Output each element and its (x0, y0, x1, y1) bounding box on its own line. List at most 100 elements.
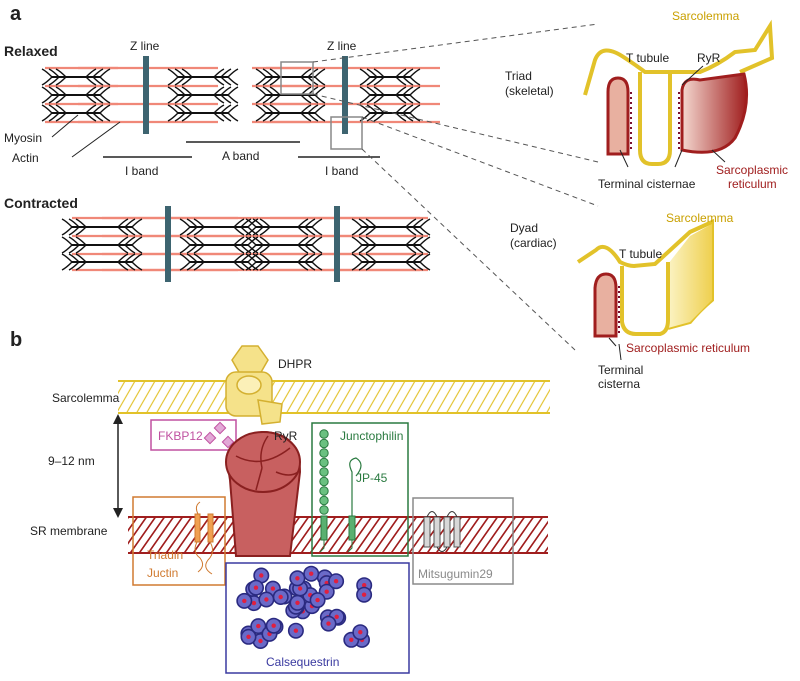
myosin-head (269, 104, 281, 122)
myosin-head (247, 236, 259, 254)
myosin-head (124, 218, 136, 236)
dashed-connector (312, 23, 599, 63)
distance-arrowhead-up (113, 414, 123, 424)
junctophilin-box (311, 422, 409, 557)
myosin-head (68, 253, 80, 271)
myosin-head (220, 86, 232, 104)
myosin-head (174, 86, 186, 104)
calcium-ion (278, 594, 283, 600)
dyad-sr-label: Sarcoplasmic reticulum (626, 341, 750, 355)
triad-ryr-leader (681, 65, 704, 86)
panel-a-letter: a (10, 3, 22, 25)
junctophilin-bead (319, 476, 329, 487)
dhpr-subunit (236, 375, 262, 395)
sr-membrane (128, 517, 548, 553)
myosin-head (255, 86, 267, 104)
calcium-ion (358, 630, 363, 635)
calcium-ion (324, 589, 329, 594)
myosin-head (41, 104, 53, 122)
myosin-head (409, 68, 421, 86)
myosin-head (85, 68, 97, 86)
myosin-head (92, 104, 104, 122)
calcium-ion (264, 597, 269, 602)
myosin-head (412, 218, 424, 236)
terminal-cisternae-label: Terminal cisternae (598, 177, 696, 191)
calcium-ion (253, 585, 259, 590)
sr-membrane-label: SR membrane (30, 524, 108, 538)
myosin-head (48, 104, 60, 122)
myosin-head (85, 86, 97, 104)
myosin-head (193, 218, 205, 236)
myosin-head (68, 236, 80, 254)
myosin-head (213, 104, 225, 122)
myosin-head (179, 236, 191, 254)
mitsugumin-helix (443, 516, 451, 548)
myosin-head (85, 104, 97, 122)
distance-arrow (113, 414, 123, 518)
triad-cisterna-left (606, 76, 630, 156)
junctophilin-bead (319, 495, 329, 506)
myosin-head (395, 68, 407, 86)
myosin-head (131, 236, 143, 254)
myosin-head (300, 104, 312, 122)
calcium-ion (295, 600, 300, 605)
myosin-head (297, 253, 309, 271)
jp45-molecule (349, 457, 362, 518)
calcium-ion (333, 579, 339, 584)
dhpr-label: DHPR (278, 357, 312, 371)
myosin-head (68, 218, 80, 236)
triadin-box (132, 496, 226, 586)
dashed-connector (361, 116, 599, 207)
calcium-ion (246, 634, 251, 639)
myosin-head (55, 104, 67, 122)
myosin-head (412, 253, 424, 271)
myosin-head (402, 86, 414, 104)
myosin-head (167, 86, 179, 104)
dhpr-channel (225, 345, 283, 425)
myosin-head (227, 68, 239, 86)
calsequestrin-cluster (236, 565, 373, 649)
zoom-box-triad (280, 61, 314, 95)
i-band-label-right: I band (325, 164, 358, 178)
dyad-sublabel: (cardiac) (510, 236, 557, 250)
myosin-head (311, 236, 323, 254)
fkbp12-label: FKBP12 (158, 429, 203, 443)
junctophilin-bead (319, 448, 329, 458)
juctin-label: Juctin (147, 566, 178, 580)
myosin-head (227, 104, 239, 122)
myosin-head (402, 104, 414, 122)
myosin-head (220, 68, 232, 86)
calcium-ion (256, 623, 261, 629)
myosin-head (358, 253, 370, 271)
calcium-ion (309, 571, 314, 576)
myosin-head (402, 68, 414, 86)
myosin-head (395, 86, 407, 104)
myosin-head (304, 218, 316, 236)
myosin-head (179, 253, 191, 271)
myosin-head (247, 218, 259, 236)
myosin-head (412, 236, 424, 254)
triadin-tails (194, 501, 214, 575)
dhpr-top (231, 345, 269, 375)
ryr-subunit-lines (235, 435, 299, 491)
myosin-head (186, 218, 198, 236)
myosin-head (262, 104, 274, 122)
dyad-sarcolemma-label: Sarcolemma (666, 211, 734, 225)
junctophilin-bead (319, 505, 329, 515)
myosin-head (405, 253, 417, 271)
myosin-head (365, 236, 377, 254)
triad-cisternae-leader (619, 149, 629, 168)
dyad-label: Dyad (510, 221, 538, 235)
myosin-head (405, 218, 417, 236)
myosin-head (373, 104, 385, 122)
myosin-head (395, 104, 407, 122)
calcium-ion (270, 586, 276, 591)
myosin-head (75, 236, 87, 254)
sarcolemma-membrane (118, 381, 550, 413)
triad-ryr-label: RyR (697, 51, 721, 65)
myosin-head (247, 253, 259, 271)
calcium-ion (326, 621, 331, 626)
triad-sr-right (680, 72, 749, 154)
myosin-head (99, 68, 111, 86)
myosin-head (61, 236, 73, 254)
